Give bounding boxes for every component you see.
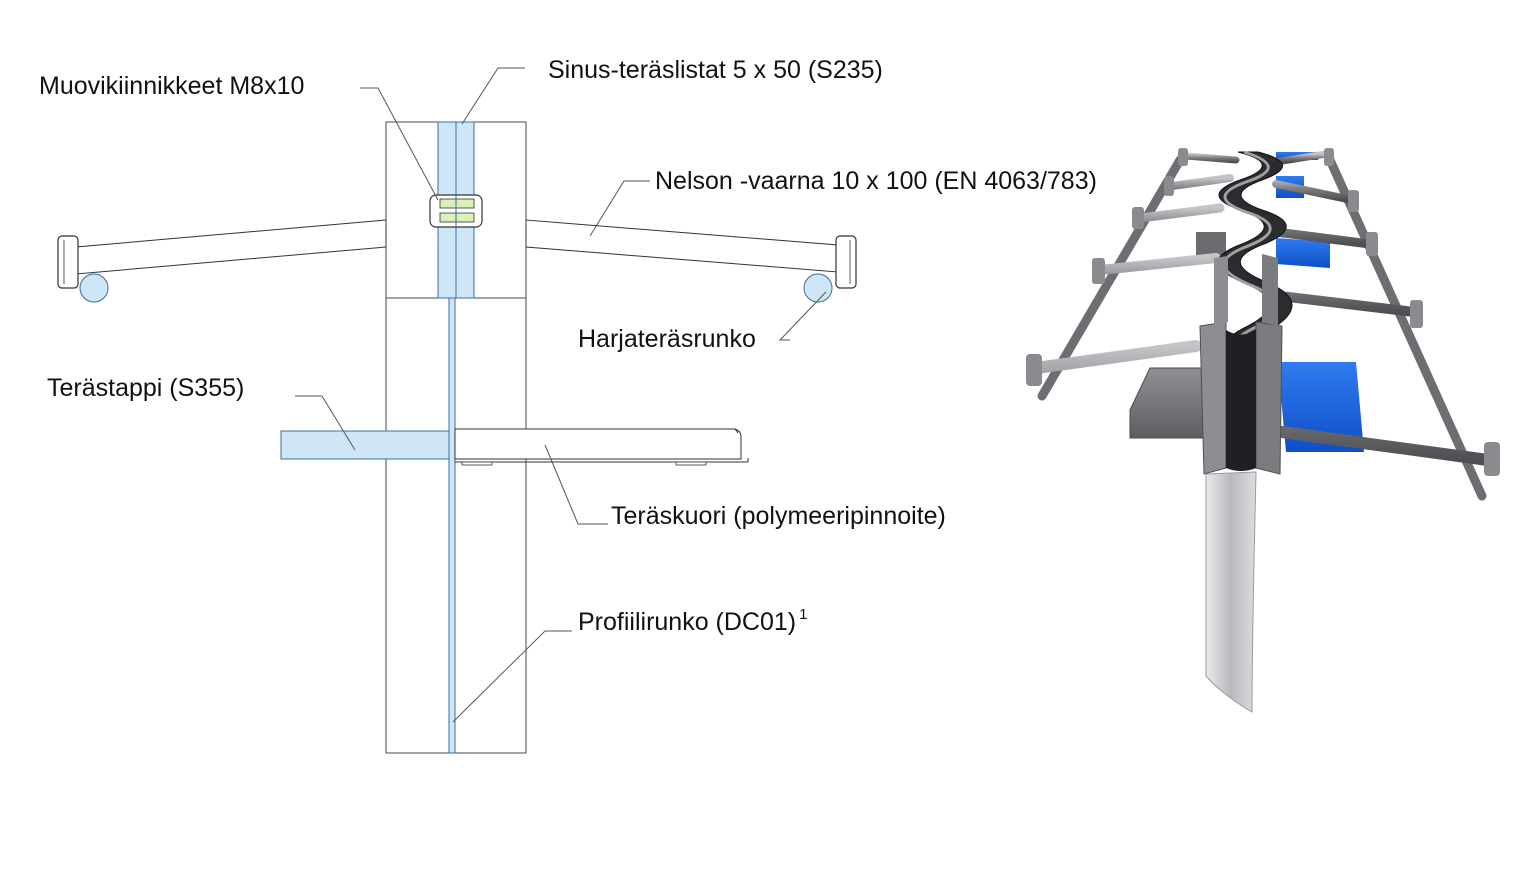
rebar-circle-left: [79, 273, 109, 303]
label-nelson-vaarna: Nelson -vaarna 10 x 100 (EN 4063/783): [655, 167, 1097, 195]
label-profiilirunko-text: Profiilirunko (DC01): [578, 608, 796, 636]
profile-blade: [1205, 471, 1257, 713]
lower-slab: [385, 297, 527, 754]
label-profiilirunko: Profiilirunko (DC01)1: [578, 606, 807, 636]
label-teraskuori: Teräskuori (polymeeripinnoite): [611, 502, 946, 530]
plastic-fastener: [429, 194, 483, 228]
steel-dowel: [280, 430, 450, 460]
housing-slot: [1226, 330, 1256, 471]
rebar-circle-right: [803, 273, 833, 303]
section-drawing: Muovikiinnikkeet M8x10 Sinus-teräslistat…: [39, 56, 1097, 754]
housing-left: [1199, 321, 1227, 475]
nelson-dowel-left: [57, 219, 387, 289]
profile-frame: [448, 297, 456, 754]
nelson-dowel-right: [525, 219, 857, 289]
label-terastappi: Terästappi (S355): [47, 374, 244, 402]
label-profiilirunko-footnote: 1: [799, 606, 807, 623]
steel-sleeve: [454, 428, 749, 466]
cross-dowels: [1026, 148, 1500, 476]
longitudinal-rebars: [1037, 155, 1487, 501]
housing-upper-right: [1262, 254, 1278, 326]
leader-lines: [295, 67, 827, 723]
render-3d: [1026, 148, 1500, 713]
housing-right: [1255, 321, 1283, 475]
label-harjaterasrunko: Harjateräsrunko: [578, 325, 756, 353]
label-muovikiinnikkeet: Muovikiinnikkeet M8x10: [39, 72, 304, 100]
housing-upper-left: [1214, 256, 1228, 326]
label-sinus-terasliistat: Sinus-teräslistat 5 x 50 (S235): [548, 56, 883, 84]
